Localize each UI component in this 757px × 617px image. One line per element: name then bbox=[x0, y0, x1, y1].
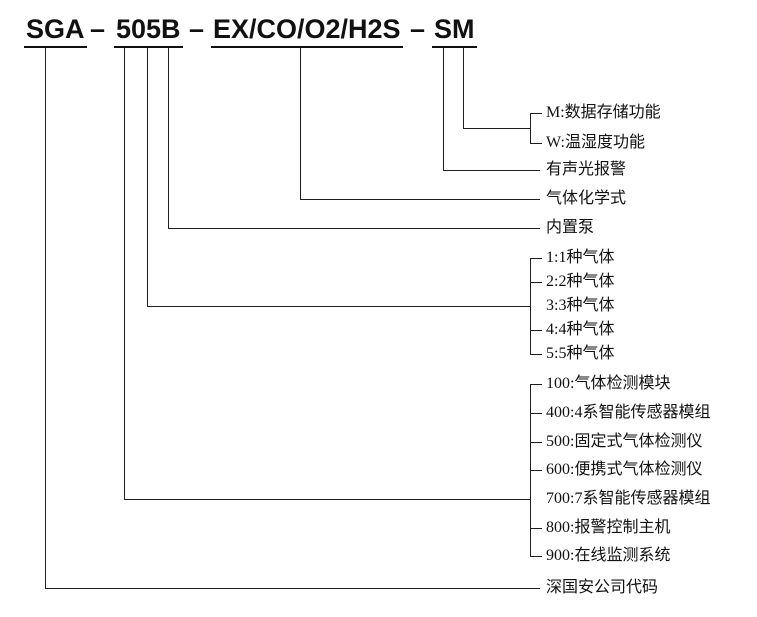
label-series-800: 800:报警控制主机 bbox=[546, 519, 671, 536]
series-400-tick bbox=[530, 413, 542, 414]
series-900-tick bbox=[530, 556, 542, 557]
label-m-function: M:数据存储功能 bbox=[546, 104, 661, 121]
gas-count-4-tick bbox=[530, 330, 542, 331]
label-series-700: 700:7系智能传感器模组 bbox=[546, 490, 711, 507]
series-600-tick bbox=[530, 470, 542, 471]
label-gas-count-5: 5:5种气体 bbox=[546, 345, 615, 362]
label-gas-count-2: 2:2种气体 bbox=[546, 273, 615, 290]
gas-formula-drop-line bbox=[300, 48, 301, 199]
mw-bracket bbox=[530, 113, 531, 144]
pump-drop-line bbox=[168, 48, 169, 228]
label-company-code: 深国安公司代码 bbox=[546, 579, 659, 596]
series-500-tick bbox=[530, 442, 542, 443]
gas-count-drop-line bbox=[147, 48, 148, 306]
alarm-connector bbox=[443, 170, 540, 171]
label-series-600: 600:便携式气体检测仪 bbox=[546, 461, 703, 478]
mw-connector bbox=[463, 128, 530, 129]
label-alarm: 有声光报警 bbox=[546, 161, 627, 178]
separator-dash: – bbox=[410, 14, 426, 44]
w-tick bbox=[530, 143, 542, 144]
model-code-segment-functions: SM bbox=[432, 14, 477, 48]
label-gas-count-1: 1:1种气体 bbox=[546, 249, 615, 266]
series-100-tick bbox=[530, 384, 542, 385]
separator-dash: – bbox=[90, 14, 106, 44]
label-series-900: 900:在线监测系统 bbox=[546, 547, 671, 564]
company-connector bbox=[45, 588, 540, 589]
series-drop-line bbox=[124, 48, 125, 499]
series-connector bbox=[124, 499, 530, 500]
label-gas-count-3: 3:3种气体 bbox=[546, 297, 615, 314]
pump-connector bbox=[168, 228, 540, 229]
gas-count-connector bbox=[147, 306, 530, 307]
model-code-segment-gases: EX/CO/O2/H2S bbox=[211, 14, 403, 48]
gas-count-bracket bbox=[530, 258, 531, 355]
gas-count-5-tick bbox=[530, 354, 542, 355]
mw-drop-line bbox=[463, 48, 464, 128]
label-gas-count-4: 4:4种气体 bbox=[546, 321, 615, 338]
m-tick bbox=[530, 113, 542, 114]
separator-dash: – bbox=[189, 14, 205, 44]
label-series-500: 500:固定式气体检测仪 bbox=[546, 433, 703, 450]
label-gas-formula: 气体化学式 bbox=[546, 190, 627, 207]
model-code-segment-series: 505B bbox=[114, 14, 183, 48]
gas-count-2-tick bbox=[530, 282, 542, 283]
model-code-segment-company: SGA bbox=[24, 14, 87, 48]
gas-formula-connector bbox=[300, 199, 540, 200]
sga-drop-line bbox=[45, 48, 46, 588]
label-builtin-pump: 内置泵 bbox=[546, 219, 595, 236]
label-w-function: W:温湿度功能 bbox=[546, 134, 645, 151]
label-series-100: 100:气体检测模块 bbox=[546, 375, 671, 392]
gas-count-1-tick bbox=[530, 258, 542, 259]
label-series-400: 400:4系智能传感器模组 bbox=[546, 404, 711, 421]
series-800-tick bbox=[530, 528, 542, 529]
alarm-drop-line bbox=[443, 48, 444, 170]
